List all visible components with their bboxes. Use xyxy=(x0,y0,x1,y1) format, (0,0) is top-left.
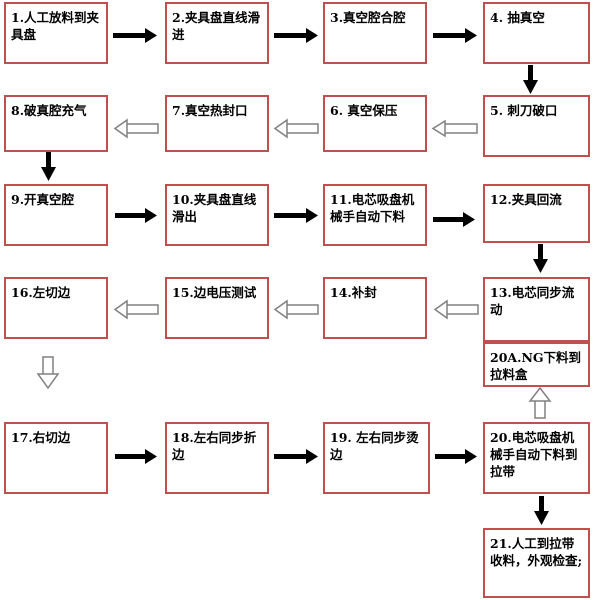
step-5: 5. 刺刀破口 xyxy=(483,95,590,157)
step-20-label: 20.电芯吸盘机械手自动下料到拉带 xyxy=(490,430,578,479)
arrow-17-18 xyxy=(115,449,157,464)
step-7-label: 7.真空热封口 xyxy=(172,103,248,118)
arrow-20-20a xyxy=(528,386,552,419)
step-14-label: 14.补封 xyxy=(330,285,377,300)
step-17-label: 17.右切边 xyxy=(11,430,71,445)
step-3-label: 3.真空腔合腔 xyxy=(330,10,406,25)
step-8: 8.破真腔充气 xyxy=(4,95,108,152)
step-20a: 20A.NG下料到拉料盒 xyxy=(483,342,590,387)
step-1: 1.人工放料到夹具盘 xyxy=(4,2,108,64)
step-1-label: 1.人工放料到夹具盘 xyxy=(11,10,100,42)
arrow-11-12 xyxy=(433,212,475,227)
step-9: 9.开真空腔 xyxy=(4,184,108,246)
arrow-15-16 xyxy=(113,299,159,320)
step-10: 10.夹具盘直线滑出 xyxy=(165,184,269,246)
step-19: 19. 左右同步烫边 xyxy=(323,422,430,494)
arrow-3-4 xyxy=(433,28,477,43)
arrow-7-8 xyxy=(113,118,159,139)
arrow-19-20 xyxy=(435,449,477,464)
arrow-8-9 xyxy=(41,152,56,181)
step-8-label: 8.破真腔充气 xyxy=(11,103,87,118)
step-4-label: 4. 抽真空 xyxy=(490,10,545,25)
step-3: 3.真空腔合腔 xyxy=(323,2,427,64)
arrow-20-21 xyxy=(534,496,549,525)
step-17: 17.右切边 xyxy=(4,422,108,494)
step-19-label: 19. 左右同步烫边 xyxy=(330,430,419,462)
step-12-label: 12.夹具回流 xyxy=(490,192,562,207)
step-14: 14.补封 xyxy=(323,277,427,339)
step-5-label: 5. 刺刀破口 xyxy=(490,103,558,118)
step-18: 18.左右同步折边 xyxy=(165,422,269,494)
step-15-label: 15.边电压测试 xyxy=(172,285,257,300)
arrow-14-15 xyxy=(273,299,319,320)
arrow-12-13 xyxy=(533,244,548,273)
step-20a-label: 20A.NG下料到拉料盒 xyxy=(490,350,582,382)
arrow-2-3 xyxy=(274,28,318,43)
arrow-13-14 xyxy=(433,299,479,320)
step-12: 12.夹具回流 xyxy=(483,184,590,243)
step-13: 13.电芯同步流动 xyxy=(483,277,590,342)
step-4: 4. 抽真空 xyxy=(483,2,590,64)
step-13-label: 13.电芯同步流动 xyxy=(490,285,575,317)
step-20: 20.电芯吸盘机械手自动下料到拉带 xyxy=(483,422,590,494)
step-18-label: 18.左右同步折边 xyxy=(172,430,257,462)
arrow-10-11 xyxy=(274,208,318,223)
step-21-label: 21.人工到拉带收料，外观检查; xyxy=(490,536,583,568)
step-9-label: 9.开真空腔 xyxy=(11,192,75,207)
arrow-6-7 xyxy=(273,118,319,139)
arrow-5-6 xyxy=(431,119,478,138)
step-11-label: 11.电芯吸盘机械手自动下料 xyxy=(330,192,415,224)
step-16-label: 16.左切边 xyxy=(11,285,71,300)
step-21: 21.人工到拉带收料，外观检查; xyxy=(483,528,590,598)
arrow-9-10 xyxy=(115,208,157,223)
step-11: 11.电芯吸盘机械手自动下料 xyxy=(323,184,427,246)
step-2: 2.夹具盘直线滑进 xyxy=(165,2,269,64)
arrow-1-2 xyxy=(113,28,157,43)
step-7: 7.真空热封口 xyxy=(165,95,269,152)
arrow-16-17 xyxy=(36,356,60,390)
step-6-label: 6. 真空保压 xyxy=(330,103,398,118)
step-10-label: 10.夹具盘直线滑出 xyxy=(172,192,257,224)
arrow-18-19 xyxy=(274,449,318,464)
arrow-4-5 xyxy=(523,65,538,94)
step-6: 6. 真空保压 xyxy=(323,95,427,152)
step-2-label: 2.夹具盘直线滑进 xyxy=(172,10,261,42)
step-16: 16.左切边 xyxy=(4,277,108,339)
step-15: 15.边电压测试 xyxy=(165,277,269,339)
